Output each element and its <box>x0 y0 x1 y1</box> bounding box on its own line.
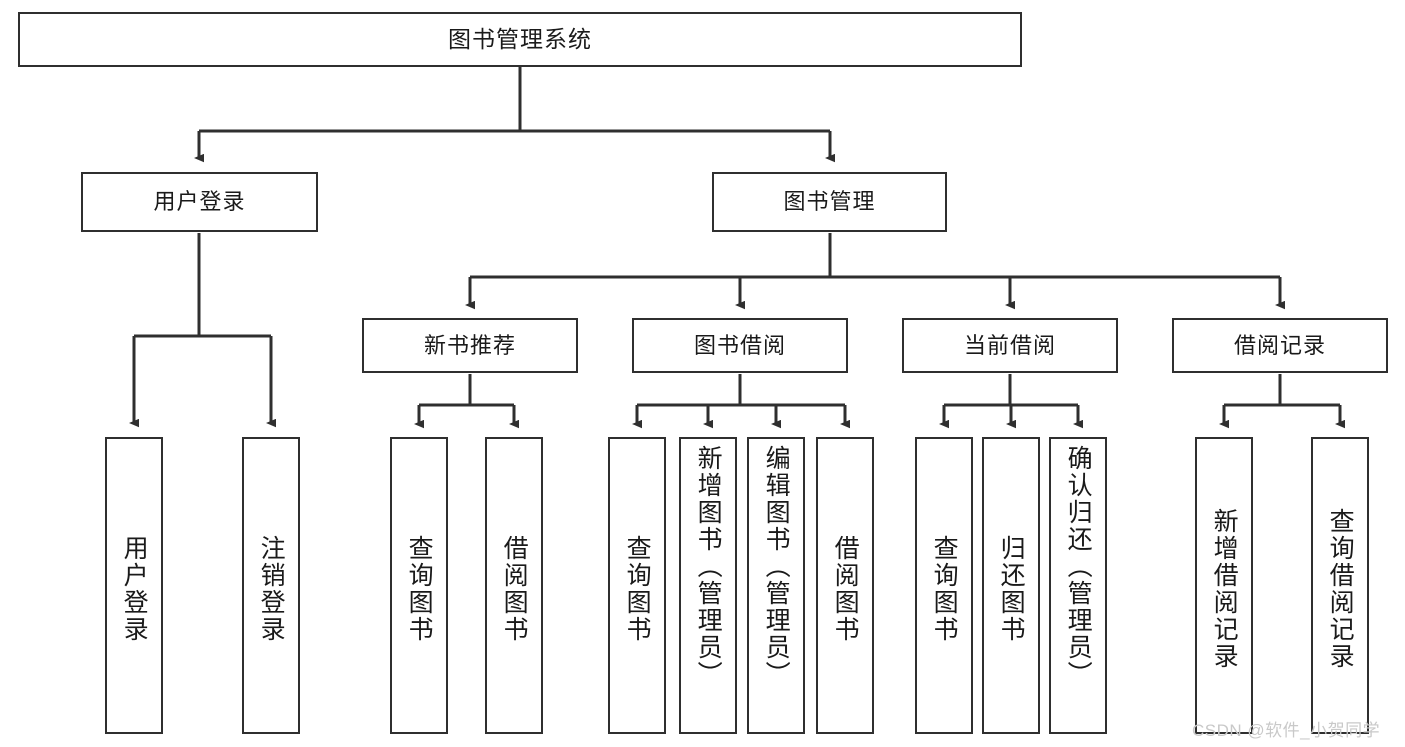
node-leaf-add-book[interactable]: 新增图书（管理员） <box>679 437 737 734</box>
node-leaf-edit-book[interactable]: 编辑图书（管理员） <box>747 437 805 734</box>
node-label: 注销登录 <box>257 534 286 643</box>
node-label: 图书管理 <box>783 189 876 215</box>
node-current-borrow[interactable]: 当前借阅 <box>902 318 1118 373</box>
node-label: 借阅记录 <box>1233 332 1326 358</box>
node-label: 借阅图书 <box>831 534 860 643</box>
node-root-book-management-system[interactable]: 图书管理系统 <box>18 12 1022 67</box>
node-label: 新增借阅记录 <box>1210 507 1239 670</box>
node-leaf-query-borrow-record[interactable]: 查询借阅记录 <box>1311 437 1369 734</box>
node-leaf-query-book-recommend[interactable]: 查询图书 <box>390 437 448 734</box>
node-label: 图书借阅 <box>693 332 786 358</box>
node-leaf-confirm-return[interactable]: 确认归还（管理员） <box>1049 437 1107 734</box>
node-book-borrow[interactable]: 图书借阅 <box>632 318 848 373</box>
node-label: 查询图书 <box>930 534 959 643</box>
node-label: 查询图书 <box>405 534 434 643</box>
node-label: 当前借阅 <box>963 332 1056 358</box>
node-new-book-recommend[interactable]: 新书推荐 <box>362 318 578 373</box>
node-label: 新书推荐 <box>423 332 516 358</box>
watermark-text: CSDN @软件_小贺同学 <box>1192 721 1381 740</box>
node-label: 编辑图书（管理员） <box>762 445 791 688</box>
node-leaf-borrow-book-recommend[interactable]: 借阅图书 <box>485 437 543 734</box>
node-label: 查询图书 <box>623 534 652 643</box>
node-leaf-borrow-book[interactable]: 借阅图书 <box>816 437 874 734</box>
node-label: 用户登录 <box>153 189 246 215</box>
node-leaf-query-book-borrow[interactable]: 查询图书 <box>608 437 666 734</box>
node-leaf-query-book-current[interactable]: 查询图书 <box>915 437 973 734</box>
node-label: 用户登录 <box>120 534 149 643</box>
node-label: 借阅图书 <box>500 534 529 643</box>
node-leaf-add-borrow-record[interactable]: 新增借阅记录 <box>1195 437 1253 734</box>
node-label: 新增图书（管理员） <box>694 445 723 688</box>
node-label: 确认归还（管理员） <box>1064 445 1093 688</box>
node-book-management[interactable]: 图书管理 <box>712 172 947 232</box>
node-leaf-logout[interactable]: 注销登录 <box>242 437 300 734</box>
node-label: 图书管理系统 <box>448 25 592 52</box>
node-label: 归还图书 <box>997 534 1026 643</box>
node-leaf-user-login[interactable]: 用户登录 <box>105 437 163 734</box>
node-borrow-record[interactable]: 借阅记录 <box>1172 318 1388 373</box>
node-label: 查询借阅记录 <box>1326 507 1355 670</box>
node-leaf-return-book[interactable]: 归还图书 <box>982 437 1040 734</box>
node-user-login[interactable]: 用户登录 <box>81 172 318 232</box>
